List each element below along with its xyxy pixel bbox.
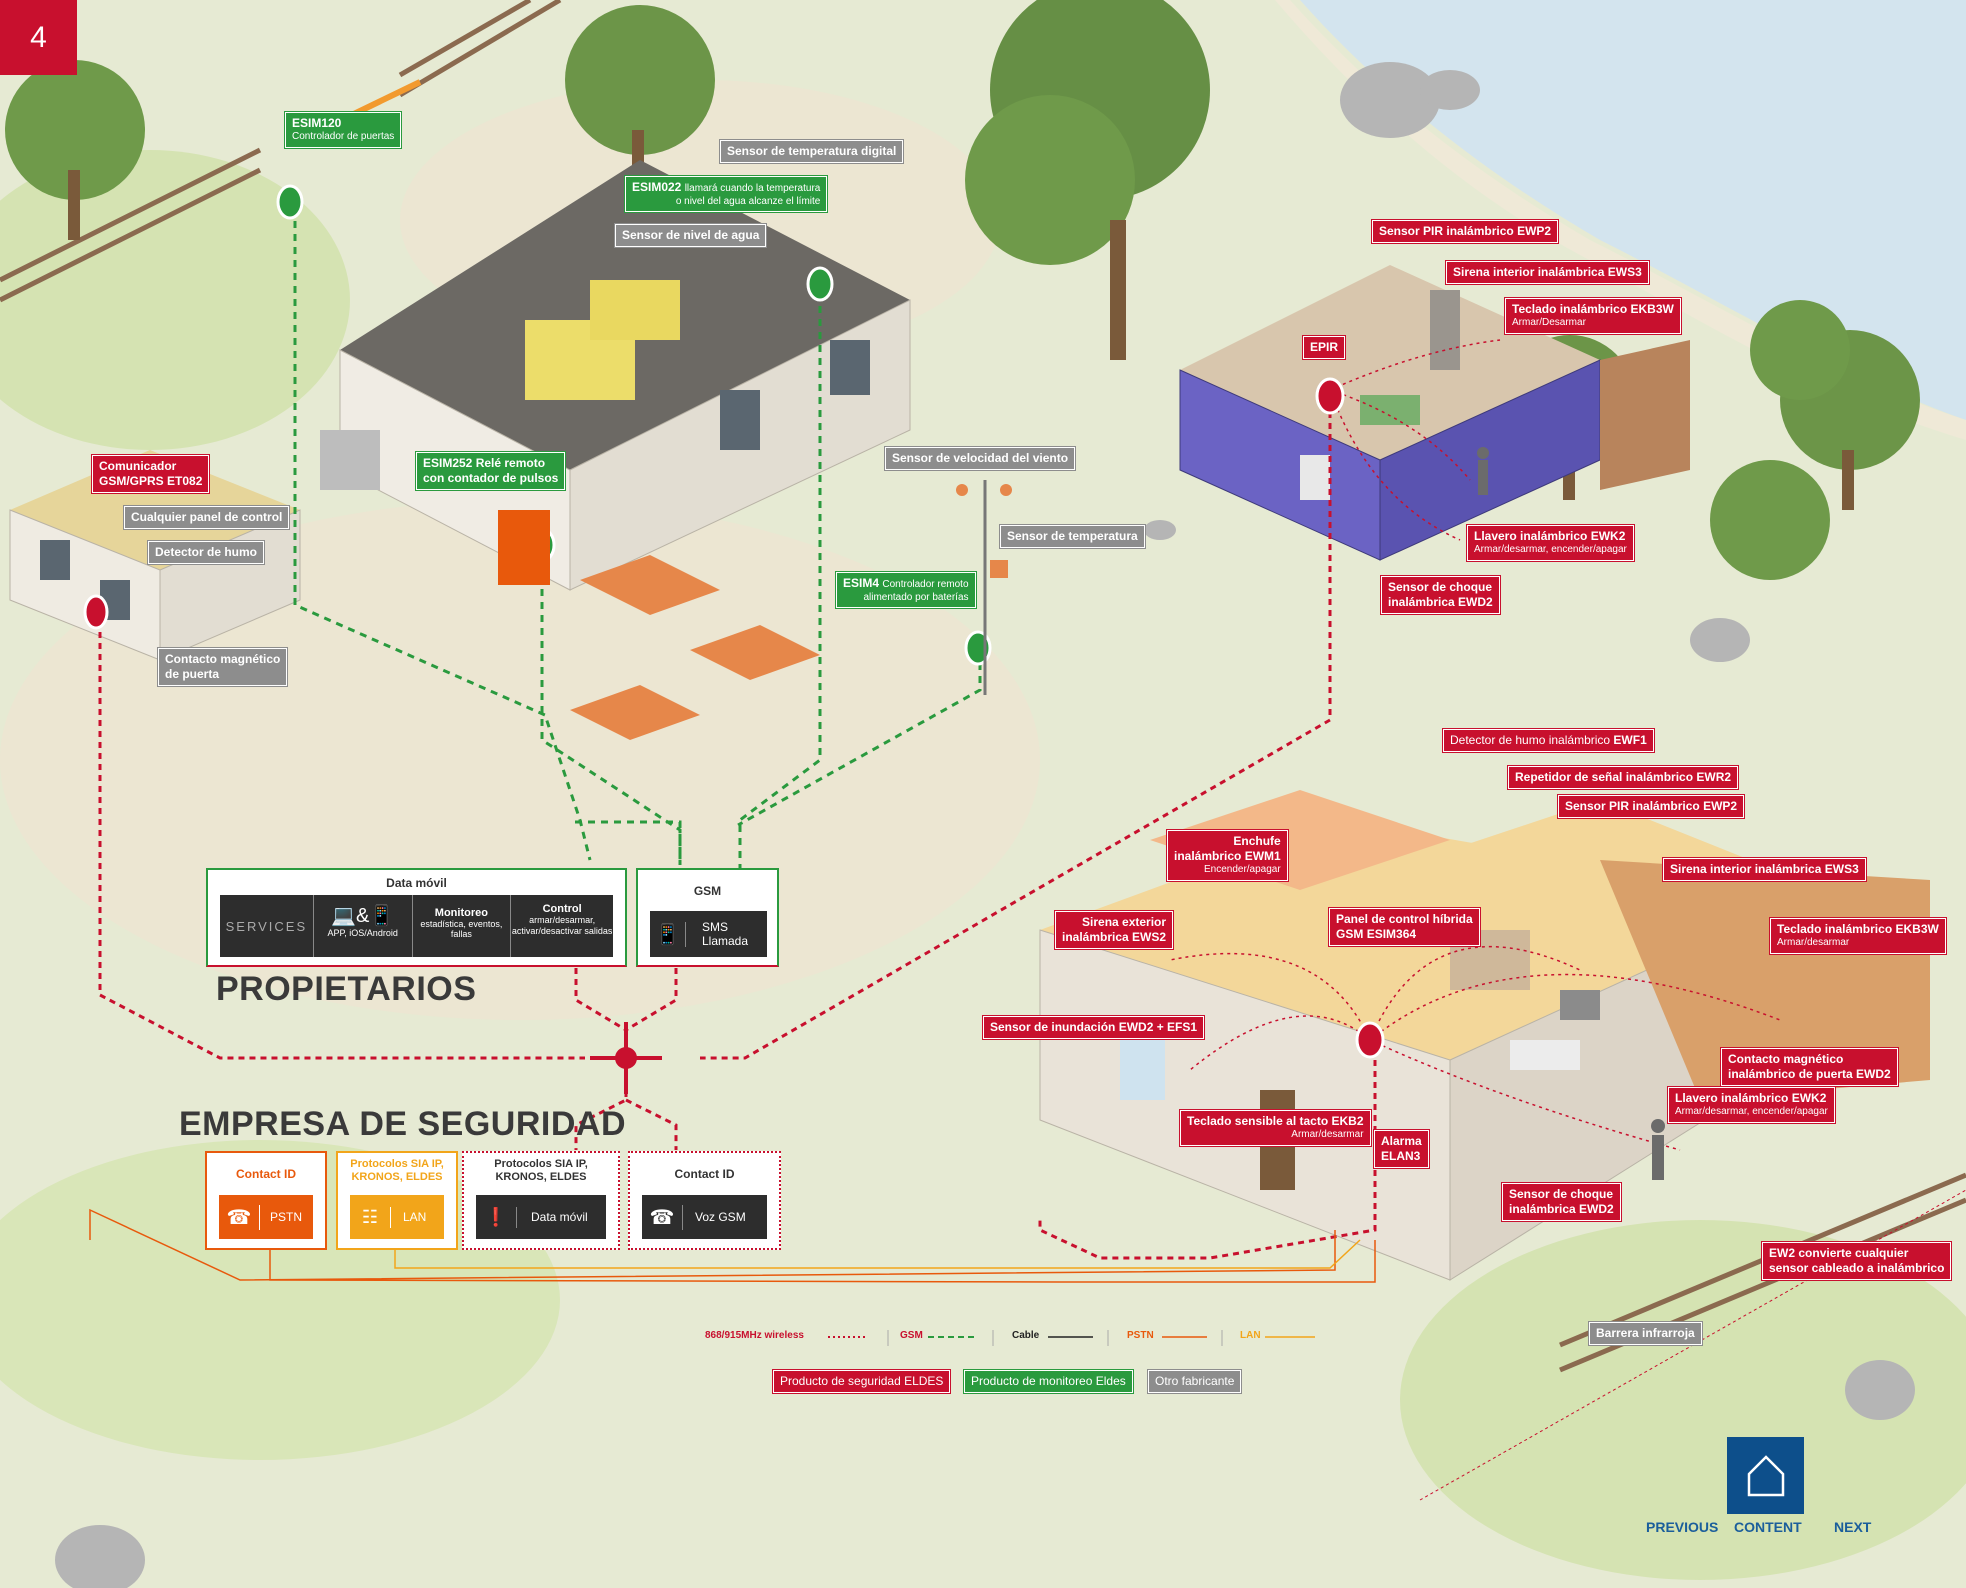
control-cell: Control armar/desarmar, activar/desactiv… <box>511 903 613 936</box>
page-number: 4 <box>0 0 77 75</box>
label-humo-ewf1: Detector de humo inalámbrico EWF1 <box>1442 728 1655 753</box>
llamada-label: Llamada <box>702 934 749 948</box>
data-movil-title: Data móvil <box>386 876 447 890</box>
protocol-data-movil: Protocolos SIA IP, KRONOS, ELDES ❗ Data … <box>462 1151 620 1250</box>
label-sirena-ews3-top: Sirena interior inalámbrica EWS3 <box>1445 260 1650 285</box>
label-repetidor: Repetidor de señal inalámbrico EWR2 <box>1506 765 1740 790</box>
app-cell: 💻&📱 APP, iOS/Android <box>314 895 413 957</box>
legend-wireless: 868/915MHz wireless <box>705 1330 804 1341</box>
label-teclado-tacto: Teclado sensible al tacto EKB2 Armar/des… <box>1179 1109 1372 1147</box>
label-panel-control: Cualquier panel de control <box>122 505 291 530</box>
legend-lines <box>828 1330 1315 1346</box>
protocol-lan: Protocolos SIA IP, KRONOS, ELDES ☷ LAN <box>336 1151 458 1250</box>
label-inundacion: Sensor de inundación EWD2 + EFS1 <box>981 1015 1206 1040</box>
lan-line <box>394 1239 1361 1269</box>
contact-id-pstn: Contact ID ☎ PSTN <box>205 1151 327 1250</box>
people <box>1477 447 1665 1180</box>
phone-icon: 📱 <box>650 921 686 947</box>
label-temp-digital: Sensor de temperatura digital <box>718 139 905 164</box>
telephone-icon: ☎ <box>219 1204 260 1230</box>
legend-cable: Cable <box>1012 1330 1040 1341</box>
network-icon: ☷ <box>350 1206 391 1228</box>
empresa-heading: EMPRESA DE SEGURIDAD <box>179 1105 627 1143</box>
laptop-phone-icon: 💻&📱 <box>331 905 395 927</box>
legend-lan: LAN <box>1240 1330 1261 1341</box>
gsm-title: GSM <box>693 884 722 898</box>
label-llavero: Llavero inalámbrico EWK2 Armar/desarmar,… <box>1667 1086 1836 1124</box>
label-velocidad-viento: Sensor de velocidad del viento <box>883 446 1077 471</box>
radio-arcs <box>1169 339 1781 1151</box>
fence-top <box>0 0 562 303</box>
label-detector-humo: Detector de humo <box>146 540 266 565</box>
antenna-icon: ❗ <box>476 1206 517 1228</box>
devices <box>83 184 1385 1059</box>
blue-house <box>1179 265 1690 561</box>
infrared-beam <box>1419 1189 1966 1501</box>
label-temperatura: Sensor de temperatura <box>999 524 1146 549</box>
legend-eldes-security: Producto de seguridad ELDES <box>771 1369 952 1394</box>
legend-eldes-monitor: Producto de monitoreo Eldes <box>963 1369 1134 1394</box>
legend-gsm: GSM <box>900 1330 923 1341</box>
label-barrera: Barrera infrarroja <box>1588 1321 1703 1346</box>
legend-other: Otro fabricante <box>1146 1369 1243 1394</box>
content-link[interactable]: CONTENT <box>1734 1519 1802 1535</box>
home-icon <box>1747 1454 1784 1496</box>
trees <box>5 0 1920 580</box>
contact-id-voz-gsm: Contact ID ☎ Voz GSM <box>628 1151 781 1250</box>
previous-link[interactable]: PREVIOUS <box>1646 1519 1719 1535</box>
data-movil-bar: SERVICES 💻&📱 APP, iOS/Android Monitoreo … <box>220 895 613 957</box>
monitoreo-cell: Monitoreo estadística, eventos, fallas <box>413 895 512 957</box>
sms-label: SMS <box>702 919 729 934</box>
label-pir-ewp2-top: Sensor PIR inalámbrico EWP2 <box>1370 219 1560 244</box>
label-teclado-ekb3w: Teclado inalámbrico EKB3W Armar/desarmar <box>1769 917 1947 955</box>
telephone-icon: ☎ <box>642 1204 683 1230</box>
label-sirena-ews3: Sirena interior inalámbrica EWS3 <box>1662 857 1867 882</box>
propietarios-heading: PROPIETARIOS <box>216 970 477 1008</box>
legend-pstn: PSTN <box>1127 1330 1154 1341</box>
rocks <box>55 62 1915 1588</box>
label-llavero-top: Llavero inalámbrico EWK2 Armar/desarmar,… <box>1466 524 1635 562</box>
label-nivel-agua: Sensor de nivel de agua <box>613 223 768 248</box>
label-epir: EPIR <box>1301 335 1347 360</box>
gsm-panel: GSM 📱 SMS Llamada <box>636 868 779 967</box>
pstn-line <box>89 1208 1336 1281</box>
content-button[interactable] <box>1727 1437 1804 1514</box>
next-link[interactable]: NEXT <box>1834 1519 1872 1535</box>
label-pir-ewp2: Sensor PIR inalámbrico EWP2 <box>1556 794 1746 819</box>
picnic-tables <box>570 555 820 740</box>
services-logo: SERVICES <box>220 895 314 957</box>
data-movil-panel: Data móvil SERVICES 💻&📱 APP, iOS/Android… <box>206 868 627 967</box>
gsm-bar: 📱 SMS Llamada <box>650 911 767 957</box>
label-teclado-ekb3w-top: Teclado inalámbrico EKB3W Armar/Desarmar <box>1504 297 1682 335</box>
